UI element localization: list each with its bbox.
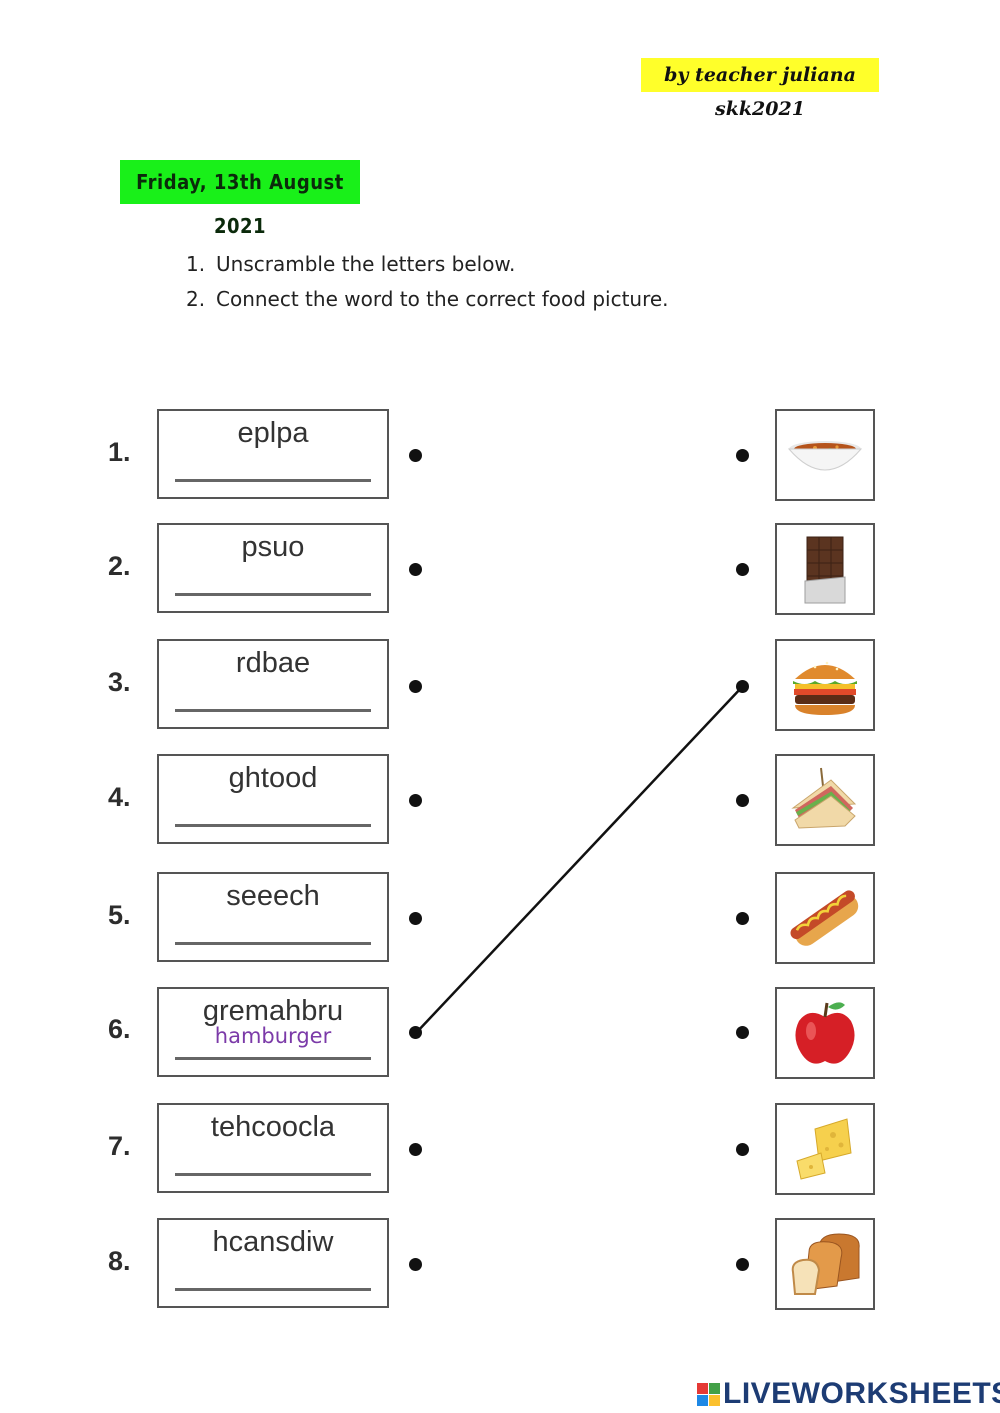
picture-box xyxy=(775,1218,875,1310)
instruction-number: 2. xyxy=(186,287,206,311)
right-connector-dot[interactable] xyxy=(736,1258,749,1271)
word-box: hcansdiw xyxy=(157,1218,389,1308)
instruction-text: Unscramble the letters below. xyxy=(216,252,516,276)
picture-box xyxy=(775,987,875,1079)
instruction-text: Connect the word to the correct food pic… xyxy=(216,287,669,311)
item-number: 6. xyxy=(108,1014,131,1044)
left-connector-dot[interactable] xyxy=(409,563,422,576)
item-number: 8. xyxy=(108,1246,131,1276)
hot-dog-icon xyxy=(790,890,859,946)
chocolate-bar-icon xyxy=(804,536,846,604)
answer-line xyxy=(175,1057,371,1060)
picture-box xyxy=(775,639,875,731)
word-box: tehcoocla xyxy=(157,1103,389,1193)
left-connector-dot[interactable] xyxy=(409,794,422,807)
picture-box xyxy=(775,523,875,615)
right-connector-dot[interactable] xyxy=(736,449,749,462)
left-connector-dot[interactable] xyxy=(409,1026,422,1039)
picture-box xyxy=(775,754,875,846)
cheese-icon xyxy=(796,1118,852,1180)
author-credit: by teacher juliana skk2021 xyxy=(641,58,879,120)
left-connector-dot[interactable] xyxy=(409,680,422,693)
word-box: seeech xyxy=(157,872,389,962)
scrambled-word: gremahbru xyxy=(202,995,344,1027)
right-connector-dot[interactable] xyxy=(736,1026,749,1039)
item-number: 4. xyxy=(108,782,131,812)
logo-text: LIVEWORKSHEETS xyxy=(723,1377,1000,1410)
picture-box xyxy=(775,872,875,964)
item-number: 5. xyxy=(108,900,131,930)
instruction-number: 1. xyxy=(186,252,206,276)
apple-icon xyxy=(795,1002,855,1064)
answer-line xyxy=(175,824,371,827)
instruction-item: 1. Unscramble the letters below. xyxy=(186,247,669,282)
scrambled-word: seeech xyxy=(226,880,320,912)
item-number: 2. xyxy=(108,551,131,581)
scrambled-word: rdbae xyxy=(235,647,311,679)
left-connector-dot[interactable] xyxy=(409,1143,422,1156)
answer-line xyxy=(175,709,371,712)
answer-line xyxy=(175,1288,371,1291)
left-connector-dot[interactable] xyxy=(409,912,422,925)
soup-bowl-icon xyxy=(787,441,863,471)
word-box: ghtood xyxy=(157,754,389,844)
bread-icon xyxy=(791,1233,860,1295)
instructions-list: 1. Unscramble the letters below. 2. Connec… xyxy=(186,247,669,317)
scrambled-word: hcansdiw xyxy=(212,1226,334,1258)
right-connector-dot[interactable] xyxy=(736,794,749,807)
right-connector-dot[interactable] xyxy=(736,912,749,925)
logo-mark-icon xyxy=(697,1382,720,1406)
word-box: eplpa xyxy=(157,409,389,499)
left-connector-dot[interactable] xyxy=(409,1258,422,1271)
word-box: rdbae xyxy=(157,639,389,729)
answer-line xyxy=(175,479,371,482)
liveworksheets-logo: LIVEWORKSHEETS xyxy=(697,1376,1000,1412)
answer-line xyxy=(175,1173,371,1176)
right-connector-dot[interactable] xyxy=(736,680,749,693)
left-connector-dot[interactable] xyxy=(409,449,422,462)
picture-box xyxy=(775,1103,875,1195)
instruction-item: 2. Connect the word to the correct food p… xyxy=(186,282,669,317)
right-connector-dot[interactable] xyxy=(736,563,749,576)
answer-line xyxy=(175,942,371,945)
item-number: 3. xyxy=(108,667,131,697)
right-connector-dot[interactable] xyxy=(736,1143,749,1156)
date-banner: Friday, 13th August 2021 xyxy=(120,160,360,238)
scrambled-word: tehcoocla xyxy=(210,1111,336,1143)
answer-line xyxy=(175,593,371,596)
scrambled-word: eplpa xyxy=(237,417,309,449)
word-box: gremahbru hamburger xyxy=(157,987,389,1077)
word-box: psuo xyxy=(157,523,389,613)
answer-input[interactable]: hamburger xyxy=(214,1024,332,1048)
scrambled-word: ghtood xyxy=(228,762,318,794)
item-number: 1. xyxy=(108,437,131,467)
sandwich-icon xyxy=(791,767,857,829)
scrambled-word: psuo xyxy=(241,531,305,563)
hamburger-icon xyxy=(793,661,857,715)
item-number: 7. xyxy=(108,1131,131,1161)
picture-box xyxy=(775,409,875,501)
